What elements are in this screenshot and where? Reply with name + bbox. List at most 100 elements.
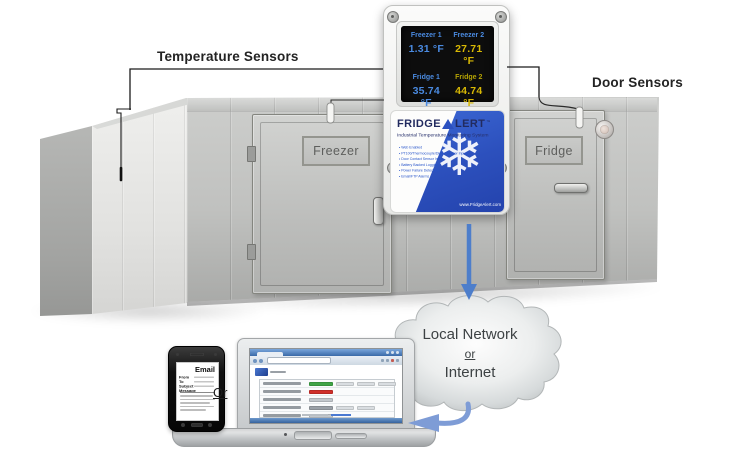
cloud-line-local-network: Local Network bbox=[422, 326, 518, 343]
status-cell-darkgray bbox=[309, 405, 333, 410]
lcd-channel-freezer1: Freezer 1 1.31 °F bbox=[408, 32, 444, 55]
feature-item: • Power Failure Detection bbox=[399, 169, 439, 173]
footer-link-bar bbox=[330, 414, 351, 416]
email-field-row: Subject bbox=[179, 384, 218, 389]
cooler-left-wall bbox=[92, 98, 187, 314]
smartphone: Email From To Subject Message bbox=[168, 346, 225, 432]
phone-screen: Email From To Subject Message bbox=[176, 362, 219, 421]
door-sensor-line bbox=[507, 66, 540, 97]
feature-item: • Door Contact Sensor Input bbox=[399, 157, 443, 162]
door-sensors-label: Door Sensors bbox=[592, 75, 683, 90]
email-title: Email bbox=[194, 365, 215, 374]
cloud-text: Local Network or Internet bbox=[388, 326, 552, 381]
laptop-base bbox=[172, 428, 436, 447]
toolbar-icons bbox=[381, 359, 399, 362]
row-label-bar bbox=[263, 382, 301, 385]
laptop-latch-slot bbox=[294, 431, 332, 440]
email-field-row: Message bbox=[179, 388, 196, 394]
email-field-row: From bbox=[179, 375, 218, 380]
address-bar bbox=[267, 357, 331, 364]
email-field-row: To bbox=[179, 380, 218, 384]
status-cell-gray bbox=[357, 381, 375, 386]
device-lcd-frame: Freezer 1 1.31 °F Freezer 2 27.71 °F Fri… bbox=[396, 21, 499, 123]
screw-icon bbox=[387, 11, 399, 23]
phone-back-button bbox=[208, 423, 212, 427]
lcd-channel-freezer2: Freezer 2 27.71 °F bbox=[453, 32, 485, 67]
fridge-door-frame bbox=[514, 118, 597, 272]
freezer-door-handle bbox=[373, 197, 384, 225]
email-message-body bbox=[180, 392, 215, 417]
alarm-light-lens bbox=[600, 125, 609, 134]
webpage-logo-text-bar bbox=[270, 371, 286, 373]
trademark-symbol: ™ bbox=[486, 119, 491, 124]
webpage-logo-mark bbox=[255, 368, 268, 376]
browser-status-bar bbox=[250, 418, 402, 423]
phone-speaker bbox=[190, 353, 204, 356]
feature-item: • Web Enabled bbox=[399, 146, 423, 150]
freezer-door-hinge bbox=[247, 244, 256, 260]
device-website-url: www.FridgeAlert.com bbox=[459, 202, 501, 207]
browser-title-bar bbox=[250, 349, 402, 356]
phone-sensor-dot bbox=[214, 353, 217, 356]
status-cell-gray bbox=[357, 405, 375, 410]
status-cell-midgray bbox=[309, 397, 333, 402]
browser-tab bbox=[257, 352, 283, 356]
forward-button-icon bbox=[259, 358, 263, 363]
phone-menu-button bbox=[181, 423, 185, 427]
laptop-power-led bbox=[284, 433, 287, 436]
window-buttons bbox=[386, 351, 399, 354]
status-cell-gray bbox=[336, 405, 354, 410]
fridgealert-device: Freezer 1 1.31 °F Freezer 2 27.71 °F Fri… bbox=[383, 5, 510, 215]
webpage-logo bbox=[255, 368, 286, 376]
brand-word-fridge: Fridge bbox=[397, 118, 441, 130]
browser-toolbar bbox=[250, 356, 402, 365]
feature-item: • Email/FTP Alarms bbox=[399, 174, 430, 179]
fridge-door-label: Fridge bbox=[535, 143, 573, 158]
email-field-value-bar bbox=[194, 385, 214, 387]
freezer-door-label: Freezer bbox=[313, 144, 359, 158]
triangle-a-icon bbox=[441, 119, 454, 129]
screw-icon bbox=[495, 11, 507, 23]
or-label: Or bbox=[213, 385, 228, 400]
device-branding-panel: ❄ Fridge lert ™ Industrial Temperature M… bbox=[390, 110, 505, 213]
feature-item: • Battery Backed Logging bbox=[399, 163, 439, 167]
fridge-door-plaque: Fridge bbox=[525, 136, 583, 165]
status-cell-gray bbox=[378, 381, 396, 386]
lcd-channel-fridge2: Fridge 2 44.74 °F bbox=[455, 74, 483, 109]
email-fields: From To Subject Message bbox=[179, 375, 218, 394]
browser-content bbox=[250, 365, 402, 418]
brand-word-lert: lert bbox=[454, 118, 486, 130]
fridge-door bbox=[506, 110, 605, 280]
feature-item: • PT100/Thermocouple/Digital Sensor Inpu… bbox=[399, 151, 469, 156]
alarm-light bbox=[595, 120, 614, 139]
row-label-bar bbox=[263, 414, 301, 417]
temperature-sensors-label: Temperature Sensors bbox=[157, 49, 299, 64]
device-subtitle: Industrial Temperature Monitoring System bbox=[397, 132, 489, 138]
email-field-value-bar bbox=[194, 381, 214, 383]
sensor-status-panel bbox=[259, 379, 396, 418]
webpage-footer bbox=[250, 414, 402, 416]
device-feature-list: • Web Enabled • PT100/Thermocouple/Digit… bbox=[399, 145, 499, 180]
email-field-value-bar bbox=[194, 376, 214, 378]
status-table-row bbox=[260, 380, 396, 388]
laptop-screen bbox=[249, 348, 403, 424]
freezer-door-hinge bbox=[247, 146, 256, 162]
status-cell-red bbox=[309, 389, 333, 394]
status-cell-gray bbox=[336, 381, 354, 386]
footer-text-bar bbox=[301, 414, 328, 416]
status-table-row bbox=[260, 404, 394, 412]
lcd-channel-fridge1: Fridge 1 35.74 °F bbox=[412, 74, 440, 109]
cooler-left-edge-face bbox=[40, 126, 92, 316]
status-table-row bbox=[260, 396, 394, 404]
phone-home-button bbox=[191, 423, 203, 427]
row-label-bar bbox=[263, 398, 301, 401]
brand-logo: Fridge lert ™ bbox=[397, 118, 491, 130]
phone-camera-icon bbox=[176, 353, 179, 356]
row-label-bar bbox=[263, 406, 301, 409]
back-button-icon bbox=[253, 358, 257, 363]
cloud-line-or: or bbox=[464, 347, 476, 361]
laptop-slot bbox=[335, 433, 367, 439]
fridge-door-handle bbox=[554, 183, 588, 193]
status-table-row bbox=[260, 388, 394, 396]
